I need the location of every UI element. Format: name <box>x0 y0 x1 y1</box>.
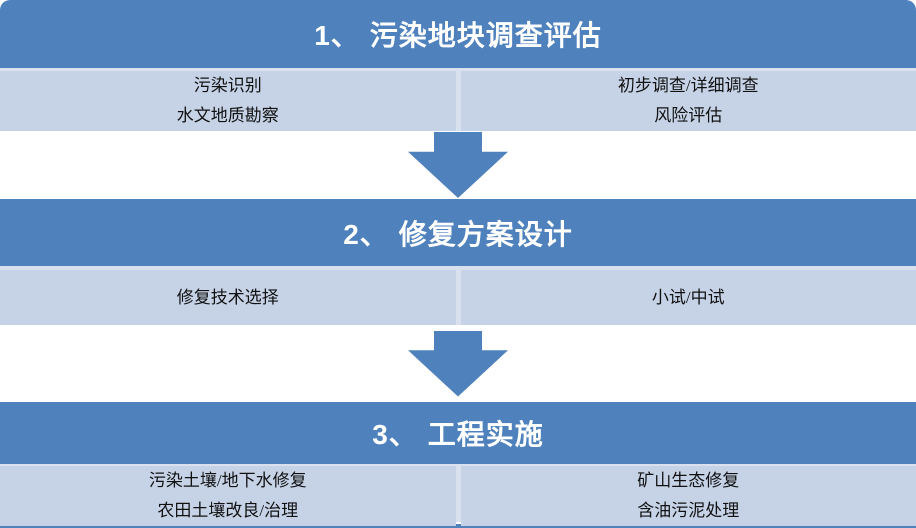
flow-connector-1 <box>0 131 916 199</box>
stage-1-right-column: 初步调查/详细调查 风险评估 <box>460 71 916 131</box>
stage-3-right-column: 矿山生态修复 含油污泥处理 <box>460 466 916 526</box>
list-item: 修复技术选择 <box>176 287 279 307</box>
list-item: 矿山生态修复 <box>637 471 740 490</box>
down-arrow-icon <box>408 330 508 397</box>
list-item: 小试/中试 <box>651 287 725 307</box>
stage-2-items: 修复技术选择 小试/中试 <box>0 266 916 325</box>
list-item: 风险评估 <box>654 106 723 125</box>
stage-2-title: 修复方案设计 <box>398 218 573 250</box>
stage-3-left-column: 污染土壤/地下水修复 农田土壤改良/治理 <box>0 466 456 526</box>
list-item: 污染识别 <box>193 76 262 95</box>
stage-2-left-column: 修复技术选择 <box>0 270 456 325</box>
list-item: 初步调查/详细调查 <box>617 76 759 95</box>
list-item: 农田土壤改良/治理 <box>157 501 299 520</box>
stage-1-header: 1、 污染地块调查评估 <box>0 0 916 68</box>
down-arrow-icon <box>408 132 508 198</box>
stage-1-number: 1、 <box>314 20 360 51</box>
stage-1-title: 污染地块调查评估 <box>369 20 602 51</box>
stage-3-title: 工程实施 <box>427 419 544 450</box>
stage-1-items: 污染识别 水文地质勘察 初步调查/详细调查 风险评估 <box>0 68 916 131</box>
list-item: 含油污泥处理 <box>637 501 740 520</box>
stage-2-number: 2、 <box>343 218 389 250</box>
stage-3-header: 3、 工程实施 <box>0 402 916 464</box>
list-item: 污染土壤/地下水修复 <box>148 471 307 490</box>
flow-connector-2 <box>0 325 916 402</box>
divider <box>0 522 916 524</box>
bottom-blue-strip <box>0 524 916 528</box>
stage-2-right-column: 小试/中试 <box>460 270 916 325</box>
stage-2-header: 2、 修复方案设计 <box>0 199 916 266</box>
stage-3-items: 污染土壤/地下水修复 农田土壤改良/治理 矿山生态修复 含油污泥处理 <box>0 464 916 526</box>
list-item: 水文地质勘察 <box>176 106 279 125</box>
stage-1-left-column: 污染识别 水文地质勘察 <box>0 71 456 131</box>
stage-3-number: 3、 <box>372 419 418 450</box>
